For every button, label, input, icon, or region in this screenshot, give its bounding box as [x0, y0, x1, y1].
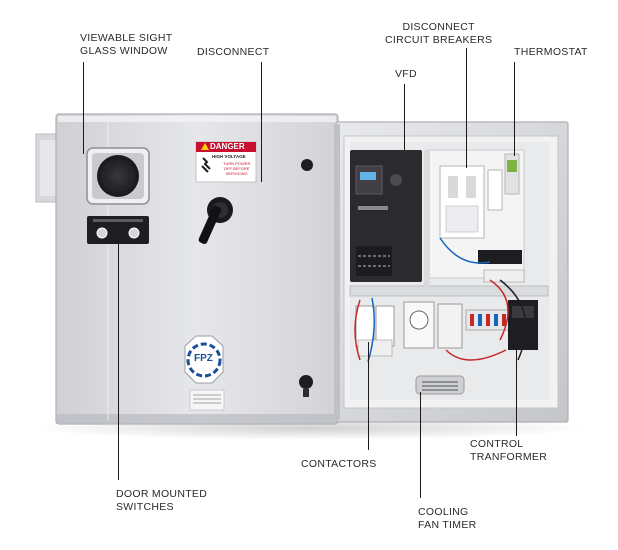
leader-control-transformer [516, 346, 517, 436]
callout-control-transformer: CONTROL TRANFORMER [470, 438, 548, 463]
wiring [354, 237, 527, 363]
door-latch-top [301, 159, 313, 171]
vfd-unit [350, 150, 422, 282]
fpz-logo-plate [184, 335, 225, 411]
breaker-area [427, 149, 525, 283]
leader-contactors [368, 342, 369, 450]
door-switch-plate [87, 216, 149, 244]
leader-thermostat [514, 62, 515, 156]
fpz-logo-text: FPZ [194, 353, 213, 364]
callout-sight-glass: VIEWABLE SIGHT GLASS WINDOW [80, 32, 173, 57]
callout-vfd: VFD [395, 68, 417, 80]
wire-duct-vertical [424, 150, 430, 290]
leader-cooling-fan [420, 392, 421, 498]
callout-door-switches: DOOR MOUNTED SWITCHES [116, 488, 208, 513]
leader-breakers [466, 48, 467, 168]
callout-disconnect: DISCONNECT [197, 46, 270, 58]
callout-disconnect-breakers: DISCONNECT CIRCUIT BREAKERS [385, 21, 493, 46]
leader-vfd [404, 84, 405, 150]
lower-components [355, 300, 538, 357]
sight-glass-window [86, 147, 150, 205]
callout-contactors: CONTACTORS [301, 458, 377, 470]
danger-sign-header: DANGER [210, 142, 245, 151]
danger-sign-line2: TURN POWER OFF BEFORE SERVICING [223, 161, 251, 176]
wire-duct-horizontal [349, 285, 549, 297]
danger-sign [195, 141, 257, 183]
disconnect-handle [198, 197, 233, 244]
leader-disconnect [261, 62, 262, 182]
cooling-fan [415, 375, 465, 395]
callout-cooling-fan-timer: COOLING FAN TIMER [418, 506, 477, 531]
leader-sight-glass [83, 62, 84, 154]
callout-thermostat: THERMOSTAT [514, 46, 588, 58]
leader-door-switches [118, 240, 119, 480]
door-latch-bottom [299, 375, 313, 397]
danger-sign-line1: HIGH VOLTAGE [212, 154, 246, 159]
